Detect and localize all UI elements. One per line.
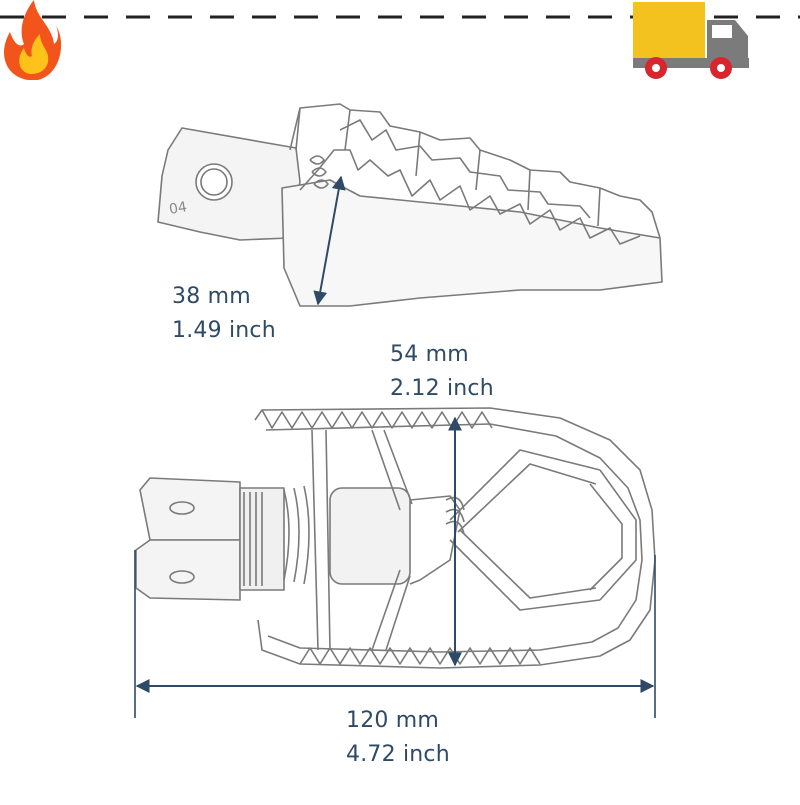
width-dimension-label: 54 mm 2.12 inch (390, 338, 494, 406)
delivery-truck-icon (633, 2, 749, 79)
width-imperial: 2.12 inch (390, 376, 494, 401)
height-metric: 38 mm (172, 284, 251, 309)
height-dimension-line (313, 175, 346, 306)
flame-icon (4, 0, 62, 80)
length-imperial: 4.72 inch (346, 742, 450, 767)
part-marking: 04 (168, 199, 188, 218)
length-dimension-label: 120 mm 4.72 inch (346, 704, 450, 772)
width-metric: 54 mm (390, 342, 469, 367)
footpeg-top-view (135, 407, 656, 669)
length-metric: 120 mm (346, 708, 440, 733)
footpeg-side-view: 04 (157, 103, 663, 307)
height-imperial: 1.49 inch (172, 318, 276, 343)
height-dimension-label: 38 mm 1.49 inch (172, 280, 276, 348)
